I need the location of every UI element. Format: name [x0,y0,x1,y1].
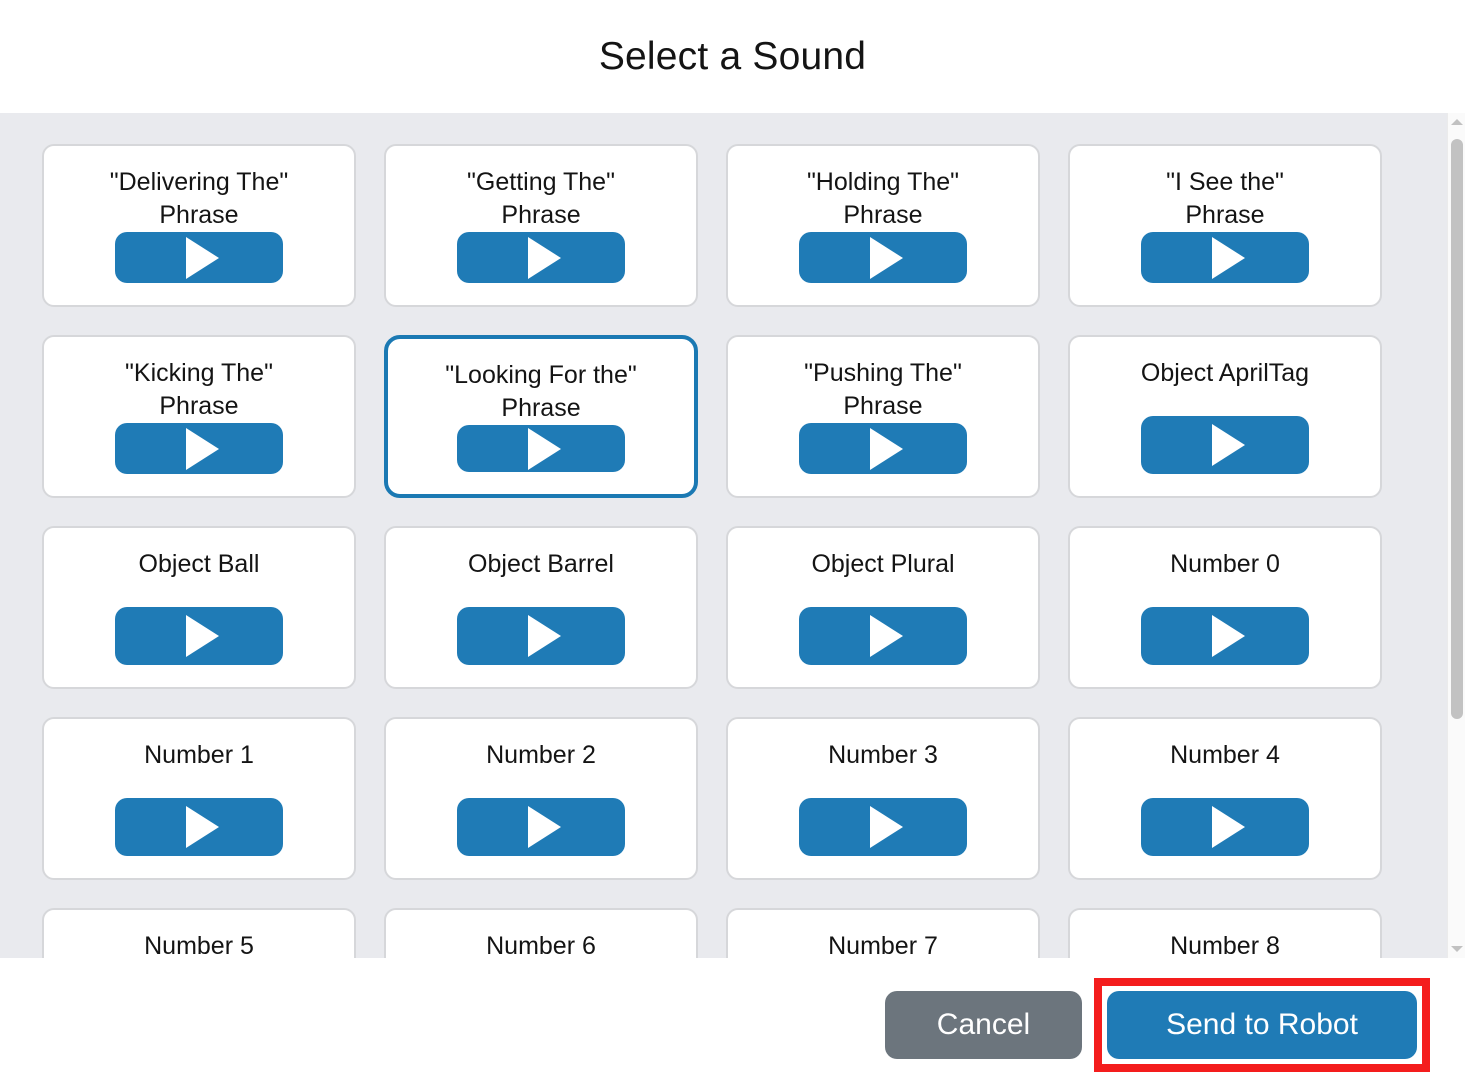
sound-card[interactable]: Object AprilTag [1068,335,1382,498]
play-button[interactable] [799,232,967,283]
scrollbar-thumb[interactable] [1450,139,1463,719]
play-button[interactable] [115,232,283,283]
sound-card-label: "Holding The" Phrase [806,168,960,229]
play-icon [869,615,903,657]
chevron-down-icon[interactable] [1448,940,1465,958]
play-button[interactable] [115,607,283,665]
play-button[interactable] [1141,798,1309,856]
play-button[interactable] [457,232,625,283]
sound-card[interactable]: Object Ball [42,526,356,689]
play-button[interactable] [799,607,967,665]
sound-card-grid: "Delivering The" Phrase "Getting The" Phr… [0,144,1447,958]
sound-card[interactable]: Number 7 [726,908,1040,958]
send-to-robot-highlight: Send to Robot [1094,977,1430,1072]
sound-card-label: Number 4 [1170,741,1280,769]
play-icon [527,615,561,657]
sound-card[interactable]: "I See the" Phrase [1068,144,1382,307]
sound-card-label: Number 1 [144,741,254,769]
sound-card[interactable]: Object Plural [726,526,1040,689]
sound-card-label: Number 5 [144,932,254,958]
send-to-robot-button[interactable]: Send to Robot [1107,990,1417,1059]
sound-card[interactable]: Number 4 [1068,717,1382,880]
play-icon [869,427,903,470]
sound-card[interactable]: "Looking For the" Phrase [384,335,698,498]
sound-card[interactable]: Number 6 [384,908,698,958]
play-button[interactable] [115,798,283,856]
sound-card-label: Number 2 [486,741,596,769]
vertical-scrollbar[interactable] [1447,113,1465,958]
play-icon [185,427,219,470]
play-icon [185,236,219,279]
play-icon [527,236,561,279]
sound-card-label: "I See the" Phrase [1166,168,1284,229]
sound-card[interactable]: Number 1 [42,717,356,880]
sound-card-label: Number 7 [828,932,938,958]
play-icon [185,615,219,657]
sound-card[interactable]: Number 0 [1068,526,1382,689]
play-icon [869,806,903,848]
scrollbar-track[interactable] [1448,131,1465,940]
play-icon [1211,615,1245,657]
play-button[interactable] [799,423,967,474]
play-icon [185,806,219,848]
sound-card-label: Number 0 [1170,550,1280,578]
sound-card-label: "Looking For the" Phrase [445,361,637,422]
play-icon [1211,236,1245,279]
sound-list-scroll-viewport[interactable]: "Delivering The" Phrase "Getting The" Phr… [0,113,1447,958]
sound-card-label: Object AprilTag [1140,359,1310,387]
sound-card-label: Number 8 [1170,932,1280,958]
sound-card-label: "Pushing The" Phrase [804,359,962,420]
chevron-up-icon[interactable] [1448,113,1465,131]
page-title: Select a Sound [598,35,867,78]
sound-card-label: Object Ball [138,550,260,578]
sound-card-label: Object Plural [811,550,955,578]
sound-card-label: Number 6 [486,932,596,958]
play-button[interactable] [115,423,283,474]
sound-card[interactable]: "Kicking The" Phrase [42,335,356,498]
sound-card[interactable]: Number 2 [384,717,698,880]
dialog-footer: Cancel Send to Robot [0,958,1465,1091]
sound-card[interactable]: Number 3 [726,717,1040,880]
play-button[interactable] [1141,607,1309,665]
sound-card-label: "Getting The" Phrase [467,168,615,229]
dialog-body: "Delivering The" Phrase "Getting The" Phr… [0,113,1465,958]
sound-card[interactable]: "Holding The" Phrase [726,144,1040,307]
sound-card-label: Object Barrel [468,550,614,578]
play-icon [1211,806,1245,848]
play-button[interactable] [457,607,625,665]
sound-card-label: "Delivering The" Phrase [109,168,289,229]
sound-card[interactable]: "Delivering The" Phrase [42,144,356,307]
sound-card-label: Number 3 [828,741,938,769]
sound-card[interactable]: "Getting The" Phrase [384,144,698,307]
sound-card[interactable]: Object Barrel [384,526,698,689]
sound-card[interactable]: Number 5 [42,908,356,958]
play-icon [869,236,903,279]
play-button[interactable] [1141,416,1309,474]
sound-card-label: "Kicking The" Phrase [125,359,273,420]
play-button[interactable] [457,425,625,472]
play-button[interactable] [799,798,967,856]
play-button[interactable] [1141,232,1309,283]
play-button[interactable] [457,798,625,856]
dialog-header: Select a Sound [0,0,1465,113]
play-icon [527,806,561,848]
cancel-button[interactable]: Cancel [885,990,1082,1059]
sound-card[interactable]: Number 8 [1068,908,1382,958]
sound-card[interactable]: "Pushing The" Phrase [726,335,1040,498]
play-icon [1211,424,1245,466]
play-icon [527,427,561,470]
